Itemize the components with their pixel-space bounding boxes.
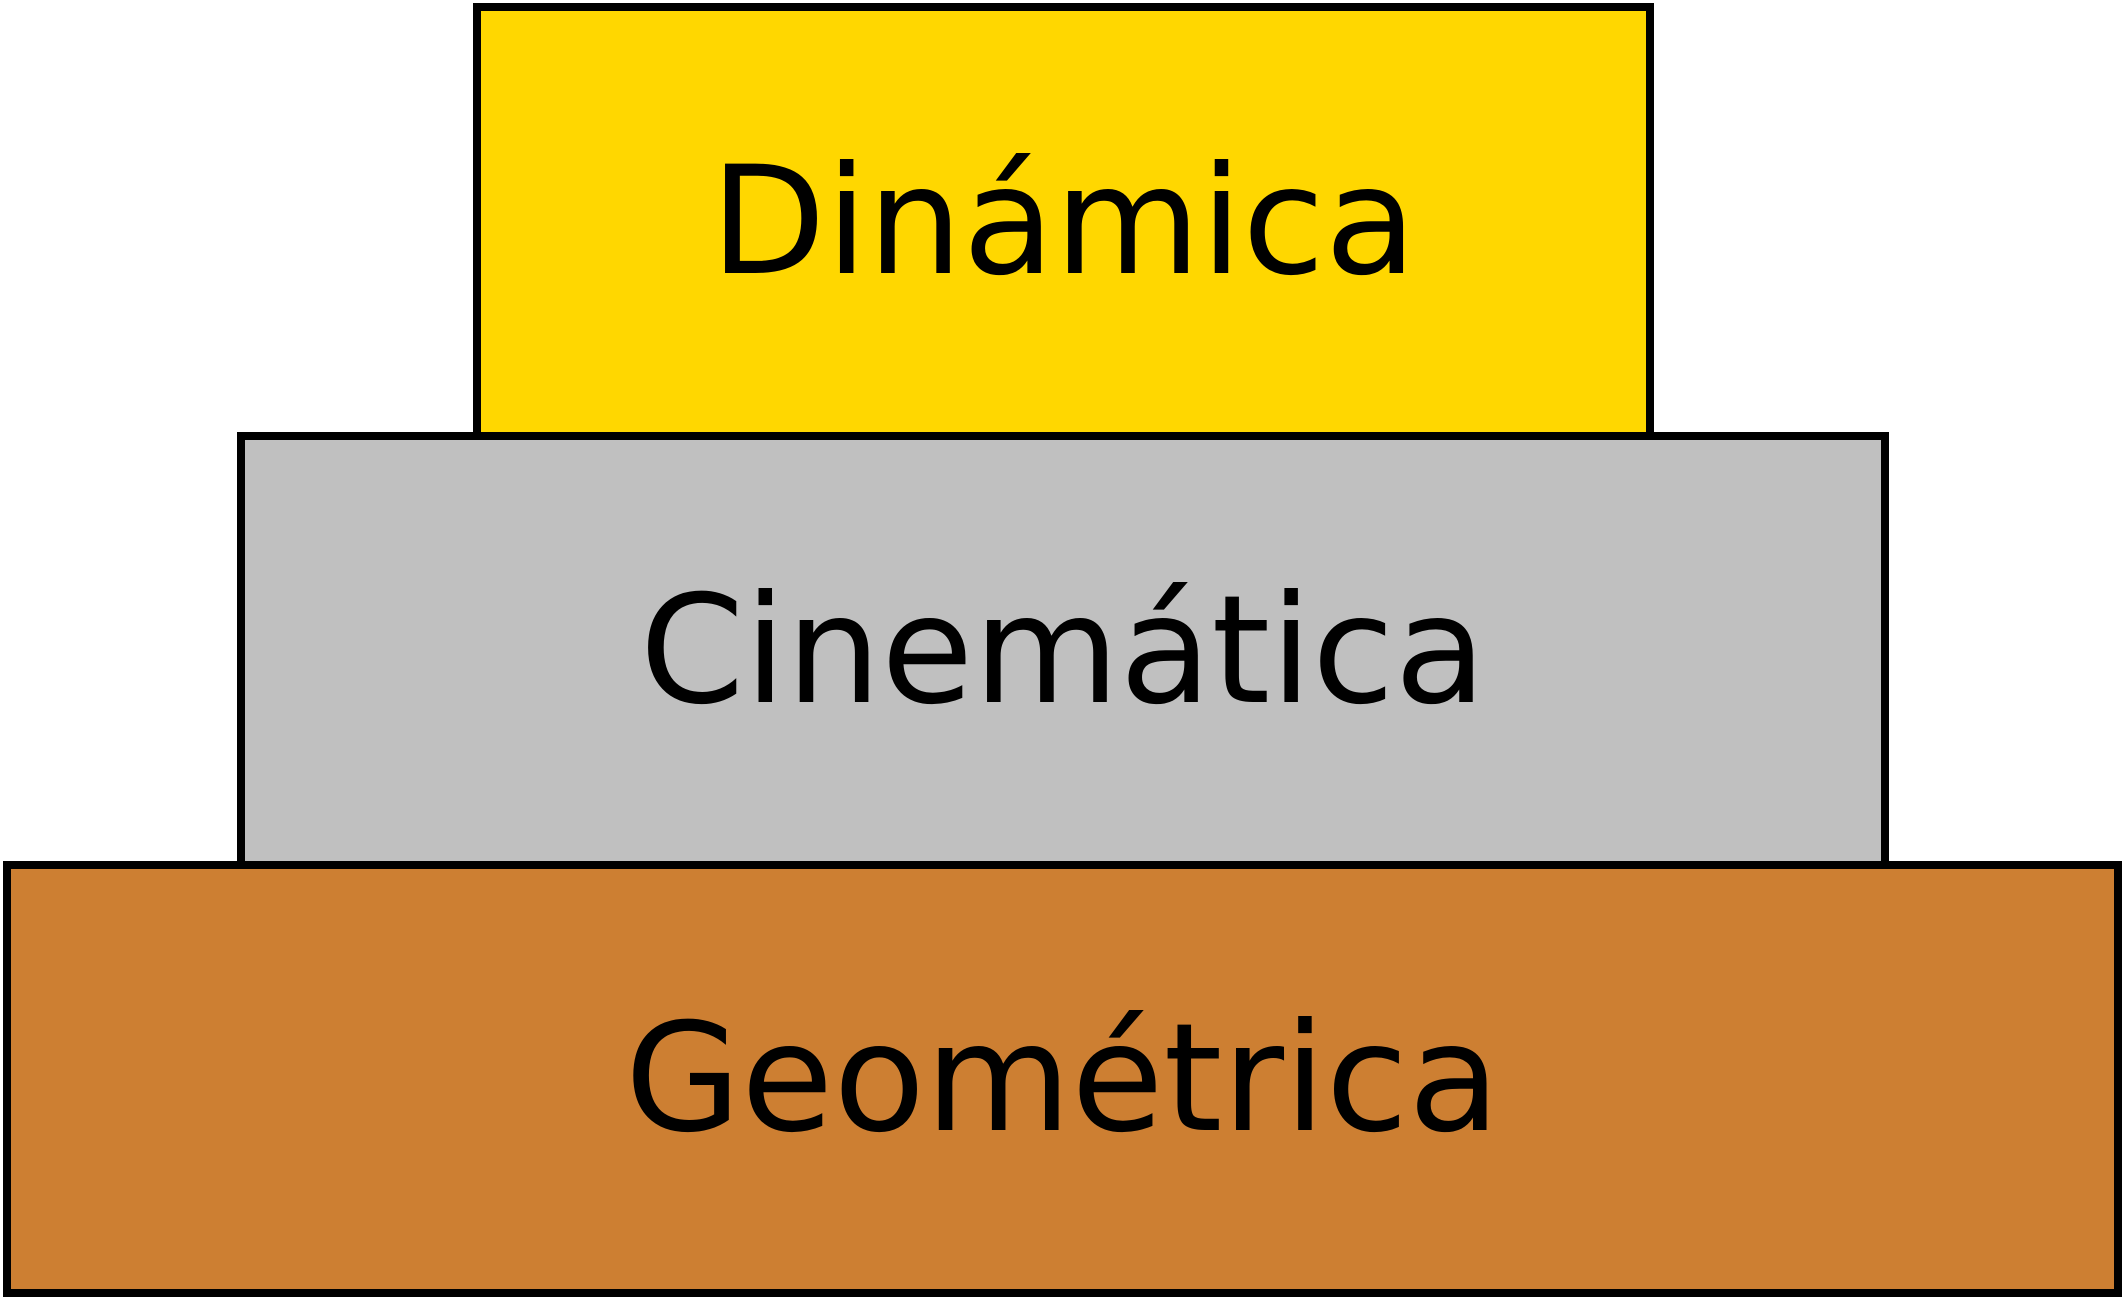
geometrica-layer-block: Geométrica	[3, 861, 2122, 1297]
cinematica-layer-label: Cinemática	[639, 563, 1487, 738]
dinamica-layer-label: Dinámica	[710, 134, 1417, 309]
dinamica-layer-block: Dinámica	[473, 3, 1654, 440]
geometrica-layer-label: Geométrica	[624, 992, 1501, 1166]
cinematica-layer-block: Cinemática	[237, 432, 1889, 869]
